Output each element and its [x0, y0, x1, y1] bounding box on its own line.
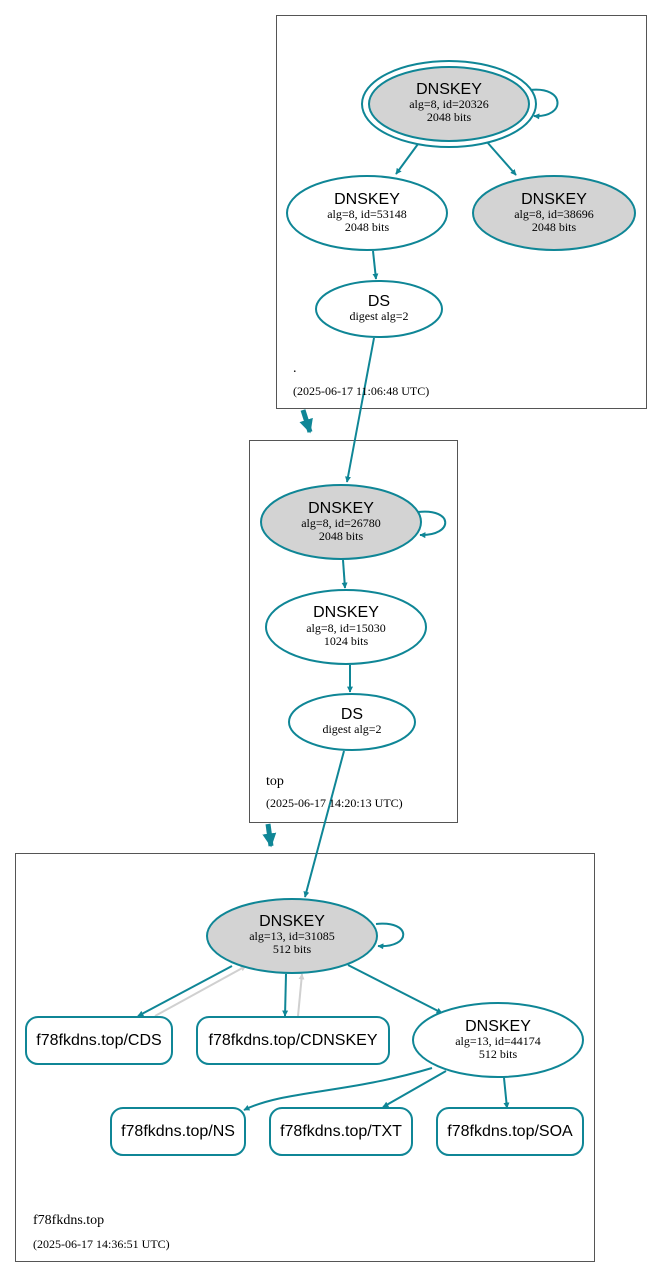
cds-record-node[interactable]: f78fkdns.top/CDS: [25, 1016, 173, 1065]
node-shape: [25, 1016, 173, 1065]
dnskey-node-root-key2[interactable]: DNSKEY alg=8, id=38696 2048 bits: [472, 175, 636, 251]
node-detail: alg=8, id=38696: [514, 207, 594, 221]
node-title: f78fkdns.top/SOA: [447, 1123, 573, 1140]
node-title: DNSKEY: [259, 913, 325, 930]
node-shape: [315, 280, 443, 338]
edge-cds-to-f-ksk: [154, 965, 247, 1017]
edge-f-ksk-to-cdnskey: [282, 973, 289, 1017]
node-shape: [472, 175, 636, 251]
edge-top-ds-to-f-ksk: [303, 750, 345, 898]
edge-root-ksk-self: [529, 88, 559, 120]
zone-name-f78fkdns: f78fkdns.top: [33, 1213, 104, 1228]
delegation-edge-root-to-top: [299, 409, 313, 434]
dnskey-node-top-ksk[interactable]: DNSKEY alg=8, id=26780 2048 bits: [260, 484, 422, 560]
node-size: 1024 bits: [324, 634, 369, 648]
node-title: f78fkdns.top/CDNSKEY: [209, 1032, 378, 1049]
edge-top-ksk-to-zsk: [341, 559, 348, 589]
edge-root-ksk-to-key2: [486, 141, 517, 176]
node-shape: [196, 1016, 390, 1065]
ds-node-root[interactable]: DS digest alg=2: [315, 280, 443, 338]
node-size: 2048 bits: [319, 529, 364, 543]
node-title: f78fkdns.top/TXT: [280, 1123, 402, 1140]
zone-date-f78fkdns: (2025-06-17 14:36:51 UTC): [33, 1237, 170, 1251]
node-size: 2048 bits: [427, 110, 472, 124]
dnskey-node-f-zsk[interactable]: DNSKEY alg=13, id=44174 512 bits: [412, 1002, 584, 1078]
zone-name-top: top: [266, 774, 284, 789]
node-title: DNSKEY: [521, 191, 587, 208]
ns-record-node[interactable]: f78fkdns.top/NS: [110, 1107, 246, 1156]
node-title: f78fkdns.top/NS: [121, 1123, 235, 1140]
node-detail: alg=13, id=44174: [455, 1034, 541, 1048]
node-size: 512 bits: [273, 942, 312, 956]
node-shape: [206, 898, 378, 974]
edge-root-zsk-to-ds: [372, 250, 379, 280]
node-shape: [269, 1107, 413, 1156]
delegation-edge-top-to-f78fkdns: [262, 823, 277, 848]
edge-f-ksk-to-cds: [137, 965, 233, 1017]
node-title: f78fkdns.top/CDS: [36, 1032, 161, 1049]
edge-f-ksk-self: [375, 922, 405, 950]
edge-f-zsk-to-ns: [243, 1067, 433, 1111]
zone-date-top: (2025-06-17 14:20:13 UTC): [266, 796, 403, 810]
edge-root-ds-to-top-ksk: [345, 337, 375, 483]
node-title: DNSKEY: [308, 500, 374, 517]
edge-root-ksk-to-zsk: [395, 143, 419, 175]
dnskey-node-root-zsk[interactable]: DNSKEY alg=8, id=53148 2048 bits: [286, 175, 448, 251]
node-shape: [412, 1002, 584, 1078]
node-shape: [260, 484, 422, 560]
dnskey-node-root-ksk[interactable]: DNSKEY alg=8, id=20326 2048 bits: [361, 60, 537, 148]
node-title: DNSKEY: [334, 191, 400, 208]
node-size: 512 bits: [479, 1047, 518, 1061]
dnskey-node-top-zsk[interactable]: DNSKEY alg=8, id=15030 1024 bits: [265, 589, 427, 665]
node-shape: [110, 1107, 246, 1156]
edge-f-ksk-to-zsk: [347, 964, 443, 1014]
dnskey-node-f-ksk[interactable]: DNSKEY alg=13, id=31085 512 bits: [206, 898, 378, 974]
cdnskey-record-node[interactable]: f78fkdns.top/CDNSKEY: [196, 1016, 390, 1065]
node-detail: digest alg=2: [349, 309, 408, 323]
ds-node-top[interactable]: DS digest alg=2: [288, 693, 416, 751]
txt-record-node[interactable]: f78fkdns.top/TXT: [269, 1107, 413, 1156]
edge-f-zsk-to-txt: [382, 1070, 447, 1108]
edge-top-ksk-self: [417, 510, 447, 539]
node-detail: alg=8, id=53148: [327, 207, 407, 221]
node-title: DS: [341, 706, 363, 723]
node-title: DNSKEY: [465, 1018, 531, 1035]
node-detail: alg=13, id=31085: [249, 929, 335, 943]
node-title: DNSKEY: [313, 604, 379, 621]
node-detail: digest alg=2: [322, 722, 381, 736]
soa-record-node[interactable]: f78fkdns.top/SOA: [436, 1107, 584, 1156]
node-title: DNSKEY: [416, 81, 482, 98]
zone-name-root: .: [293, 361, 297, 376]
node-size: 2048 bits: [345, 220, 390, 234]
edge-cdnskey-to-f-ksk: [297, 973, 305, 1017]
node-title: DS: [368, 293, 390, 310]
node-detail: alg=8, id=15030: [306, 621, 386, 635]
zone-date-root: (2025-06-17 11:06:48 UTC): [293, 384, 429, 398]
node-size: 2048 bits: [532, 220, 577, 234]
node-shape: [286, 175, 448, 251]
node-detail: alg=8, id=20326: [409, 97, 489, 111]
node-shape: [265, 589, 427, 665]
node-shape: [436, 1107, 584, 1156]
node-detail: alg=8, id=26780: [301, 516, 381, 530]
node-shape: [288, 693, 416, 751]
node-shape: [368, 66, 530, 142]
edge-f-zsk-to-soa: [503, 1077, 510, 1109]
